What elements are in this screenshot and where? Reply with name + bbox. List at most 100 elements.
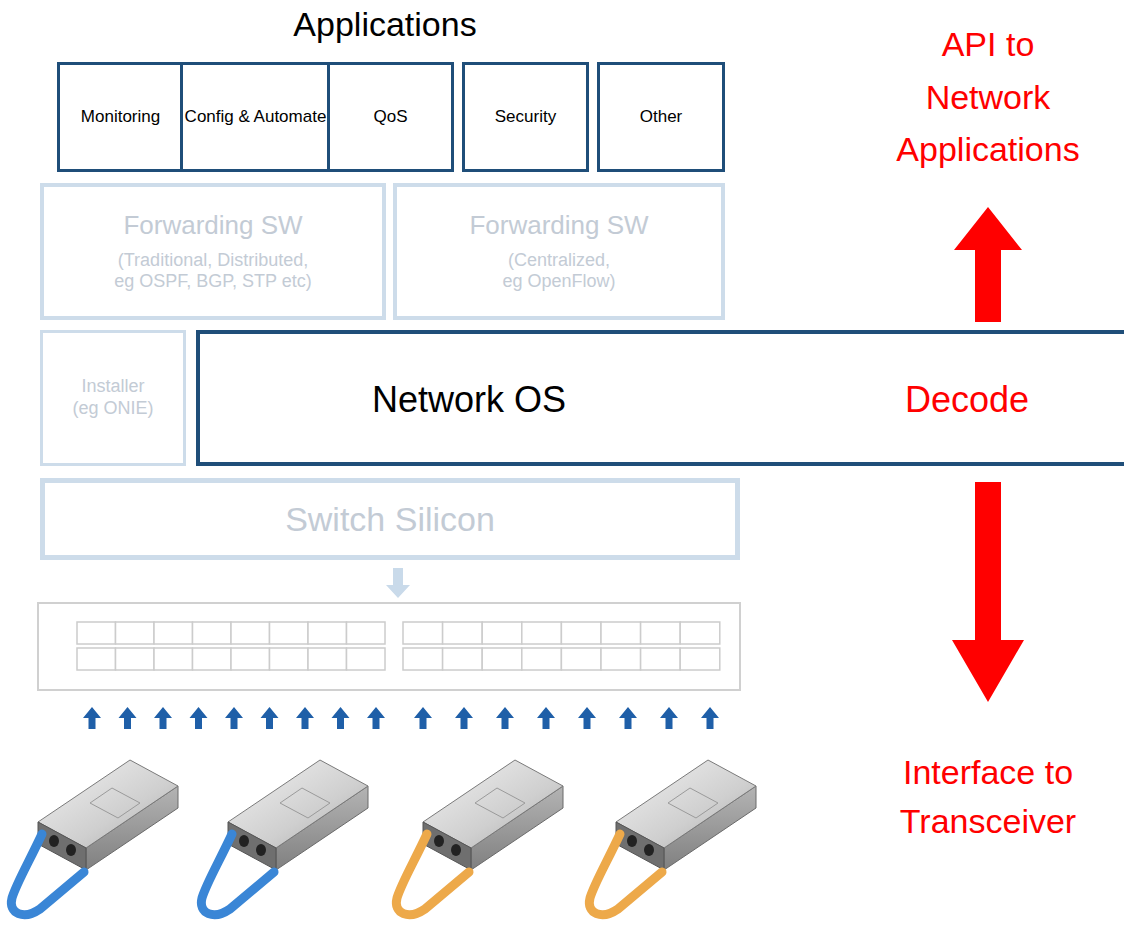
api-arrow [954, 207, 1022, 322]
port-cell [270, 622, 309, 644]
signal-arrow [578, 707, 596, 729]
software-box: Forwarding SW (Traditional, Distributed, … [40, 183, 386, 320]
port-cell [193, 622, 232, 644]
signal-arrow [261, 707, 279, 729]
port-cell [347, 648, 386, 670]
port-cell [482, 648, 522, 670]
os-band: Network OS Decode [196, 330, 1124, 466]
port-cell [680, 622, 720, 644]
port-cell [482, 622, 522, 644]
pull-tab [11, 834, 84, 915]
qsfp-module [589, 760, 756, 915]
lc-port [256, 844, 266, 856]
node-text: Config & Automate [185, 107, 327, 127]
signal-arrow [701, 707, 719, 729]
port-cell [347, 622, 386, 644]
lc-port [434, 835, 444, 847]
lc-port [239, 835, 249, 847]
port-cell [403, 648, 443, 670]
module-front [38, 822, 86, 870]
port-cell [116, 648, 155, 670]
silicon-box: Switch Silicon [40, 478, 740, 560]
module-label-plate [280, 788, 330, 818]
qsfp-module [11, 760, 178, 915]
port-cell [231, 648, 270, 670]
port-cell [308, 622, 347, 644]
application-box: Security [462, 62, 589, 172]
signal-arrow [190, 707, 208, 729]
port-cell [601, 622, 641, 644]
port-cell [308, 648, 347, 670]
node-text: Switch Silicon [285, 499, 495, 540]
port-cell [601, 648, 641, 670]
pull-tab [589, 834, 662, 915]
node-text: (Traditional, Distributed, eg OSPF, BGP,… [109, 250, 317, 293]
signal-arrow [496, 707, 514, 729]
port-panel [38, 603, 740, 690]
port-cell [154, 622, 193, 644]
port-cell [561, 622, 601, 644]
lc-port [49, 835, 59, 847]
port-arrows [83, 707, 719, 729]
signal-arrow [83, 707, 101, 729]
node-text: (Centralized, eg OpenFlow) [500, 250, 618, 293]
signal-arrow [455, 707, 473, 729]
node-text: Monitoring [81, 107, 160, 127]
signal-arrow [225, 707, 243, 729]
signal-arrow [660, 707, 678, 729]
signal-arrow [332, 707, 350, 729]
lc-port [627, 835, 637, 847]
node-text: QoS [373, 107, 407, 127]
node-text: Installer (eg ONIE) [69, 376, 157, 419]
port-cell [77, 622, 116, 644]
port-cell [680, 648, 720, 670]
installer-box: Installer (eg ONIE) [40, 330, 186, 466]
port-cell [403, 622, 443, 644]
node-text: Other [640, 107, 683, 127]
interface-arrow [952, 482, 1024, 702]
signal-arrow [119, 707, 137, 729]
module-front [423, 822, 471, 870]
application-box: Other [597, 62, 725, 172]
port-cell [641, 622, 681, 644]
module-label-plate [668, 788, 718, 818]
module-label-plate [90, 788, 140, 818]
module-label-plate [475, 788, 525, 818]
transceivers [11, 760, 756, 915]
port-cell [443, 648, 483, 670]
lc-port [66, 844, 76, 856]
port-cell [270, 648, 309, 670]
signal-arrow [414, 707, 432, 729]
port-cell [561, 648, 601, 670]
port-cell [522, 622, 562, 644]
port-cell [116, 622, 155, 644]
port-grid [77, 622, 720, 670]
node-text: Decode [905, 378, 1029, 421]
module-front [616, 822, 664, 870]
software-box: Forwarding SW (Centralized, eg OpenFlow) [393, 183, 725, 320]
qsfp-module [396, 760, 563, 915]
application-box: Config & Automate [180, 62, 331, 172]
lc-port [644, 844, 654, 856]
port-cell [522, 648, 562, 670]
node-text: Forwarding SW [123, 210, 302, 241]
qsfp-module [201, 760, 368, 915]
callout-text: Interface to Transceiver [878, 748, 1098, 847]
port-cell [77, 648, 116, 670]
signal-arrow [154, 707, 172, 729]
section-heading: Applications [225, 4, 545, 45]
pull-tab [396, 834, 469, 915]
signal-arrow [367, 707, 385, 729]
pull-tab [201, 834, 274, 915]
signal-arrow [619, 707, 637, 729]
callout-text: API to Network Applications [878, 18, 1098, 176]
port-cell [443, 622, 483, 644]
module-front [228, 822, 276, 870]
node-text: Forwarding SW [469, 210, 648, 241]
node-text: Network OS [372, 378, 566, 421]
lc-port [451, 844, 461, 856]
application-box: Monitoring [57, 62, 184, 172]
signal-arrow [296, 707, 314, 729]
port-cell [193, 648, 232, 670]
